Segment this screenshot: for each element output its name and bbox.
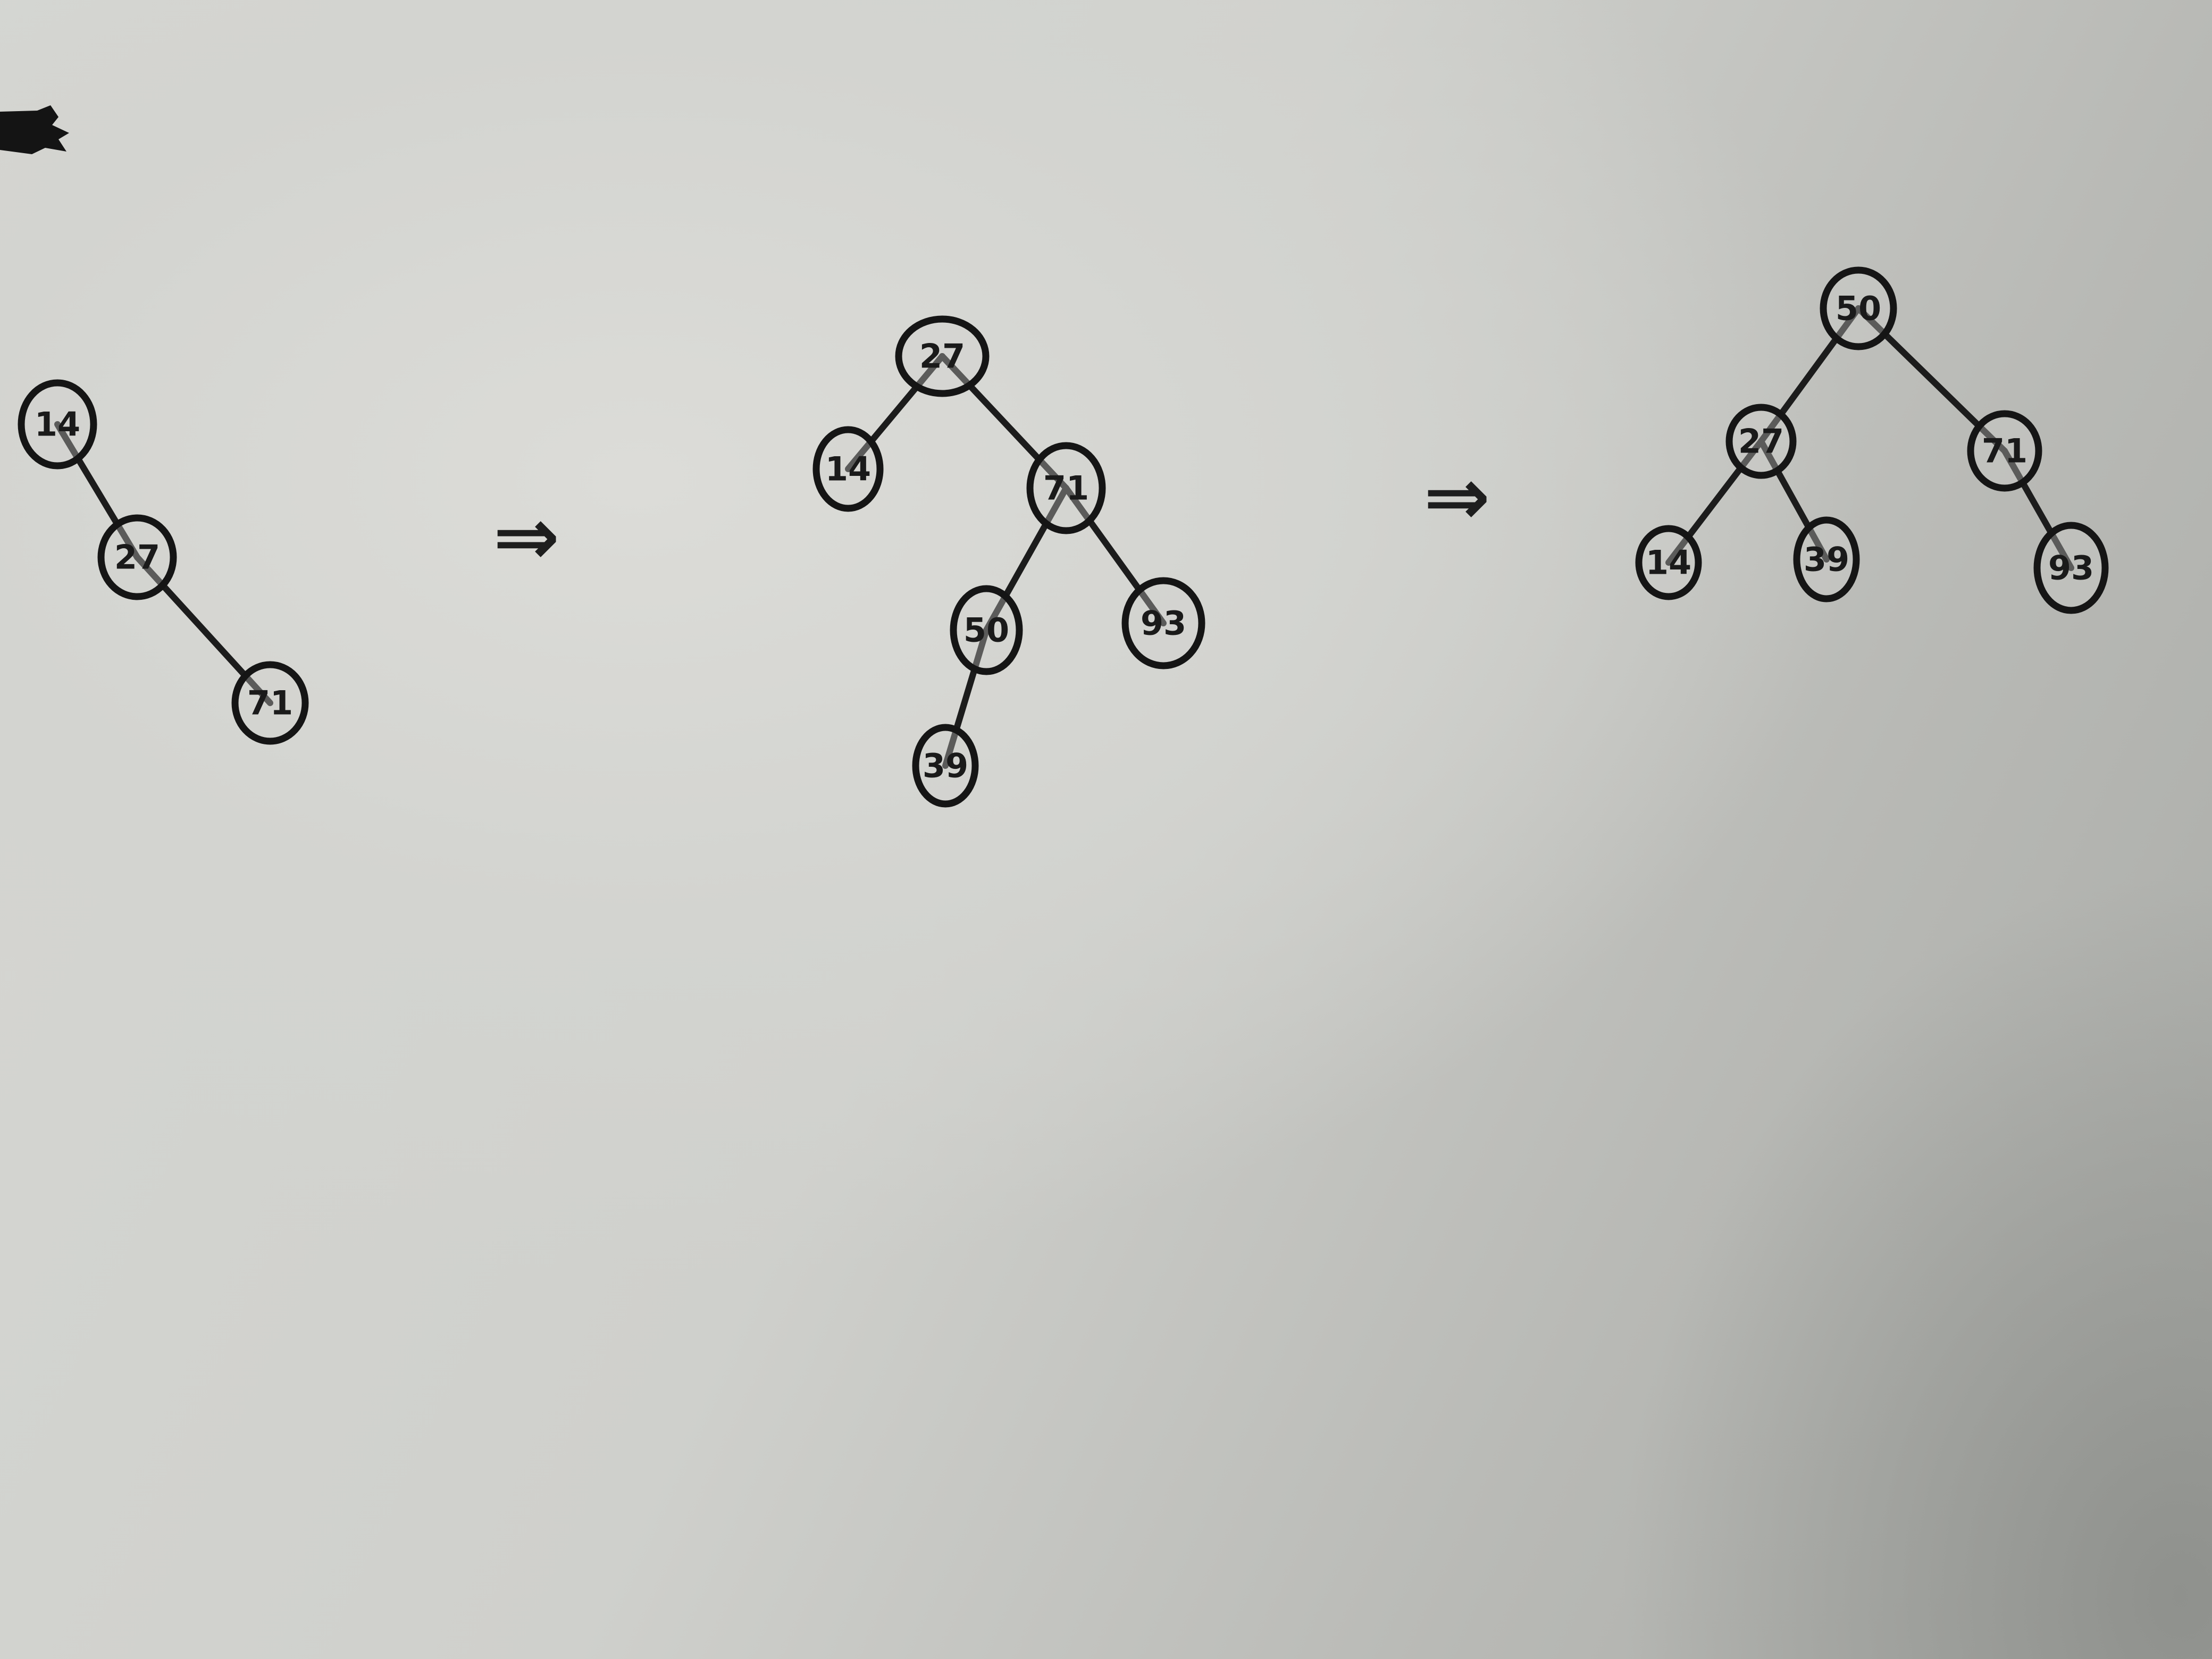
tree3-node-14: 14 — [1635, 525, 1702, 600]
node-circle — [2033, 522, 2109, 614]
tree1-node-27: 27 — [97, 514, 177, 600]
tree3-edge-71-93 — [2001, 448, 2074, 571]
node-label: 14 — [825, 450, 871, 489]
tree1-node-71: 71 — [231, 661, 309, 745]
node-label: 27 — [114, 538, 160, 577]
tree2-edge-71-93 — [1063, 485, 1167, 626]
tree3-edge-27-39 — [1758, 438, 1830, 563]
tree3-edge-27-14 — [1665, 438, 1764, 566]
node-label: 27 — [919, 337, 965, 376]
tree2-edge-71-50 — [983, 485, 1069, 633]
node-label: 50 — [1836, 289, 1881, 328]
node-label: 39 — [1804, 540, 1849, 579]
node-circle — [812, 426, 884, 512]
tree1-edge-27-71 — [134, 554, 273, 706]
tree2-edge-50-39 — [942, 627, 990, 769]
node-label: 93 — [1141, 604, 1186, 643]
node-circle — [1820, 266, 1897, 350]
tree2-node-93: 93 — [1121, 577, 1205, 669]
node-circle — [231, 661, 309, 745]
node-circle — [18, 379, 97, 470]
node-circle — [1635, 525, 1702, 600]
node-circle — [912, 724, 979, 808]
edges-layer — [54, 305, 2074, 769]
node-label: 93 — [2048, 549, 2094, 588]
node-circle — [1026, 442, 1106, 534]
node-label: 39 — [923, 747, 968, 785]
tree2-edge-27-14 — [845, 353, 945, 472]
node-label: 71 — [1982, 432, 2027, 471]
tree3-node-71: 71 — [1967, 410, 2042, 492]
nodes-layer: 14 27 71 27 14 71 50 93 39 50 27 71 14 39 93 — [18, 266, 2109, 808]
node-circle — [97, 514, 177, 600]
tree2-node-39: 39 — [912, 724, 979, 808]
node-label: 14 — [1646, 543, 1691, 582]
tree2-node-14: 14 — [812, 426, 884, 512]
tree3-node-39: 39 — [1793, 516, 1860, 602]
corner-ink-mark — [0, 105, 69, 154]
node-circle — [1793, 516, 1860, 602]
tree2-node-27: 27 — [895, 315, 990, 397]
arrows-layer: ⇒⇒ — [493, 451, 1490, 583]
transition-arrow-1: ⇒ — [493, 491, 560, 583]
node-circle — [1967, 410, 2042, 492]
tree2-node-71: 71 — [1026, 442, 1106, 534]
node-circle — [895, 315, 990, 397]
tree2-edge-27-71 — [939, 353, 1069, 491]
tree2-node-50: 50 — [950, 585, 1023, 675]
node-circle — [950, 585, 1023, 675]
tree1-node-14: 14 — [18, 379, 97, 470]
tree3-node-93: 93 — [2033, 522, 2109, 614]
tree3-edge-50-27 — [1758, 305, 1862, 445]
node-label: 71 — [247, 684, 293, 723]
tree3-node-27: 27 — [1725, 404, 1797, 479]
node-circle — [1725, 404, 1797, 479]
transition-arrow-2: ⇒ — [1423, 451, 1490, 543]
node-label: 14 — [35, 405, 80, 444]
tree1-edge-14-27 — [54, 421, 140, 560]
node-label: 50 — [963, 611, 1009, 650]
node-label: 71 — [1043, 469, 1089, 508]
node-circle — [1121, 577, 1205, 669]
tree3-node-50: 50 — [1820, 266, 1897, 350]
node-label: 27 — [1738, 422, 1784, 461]
